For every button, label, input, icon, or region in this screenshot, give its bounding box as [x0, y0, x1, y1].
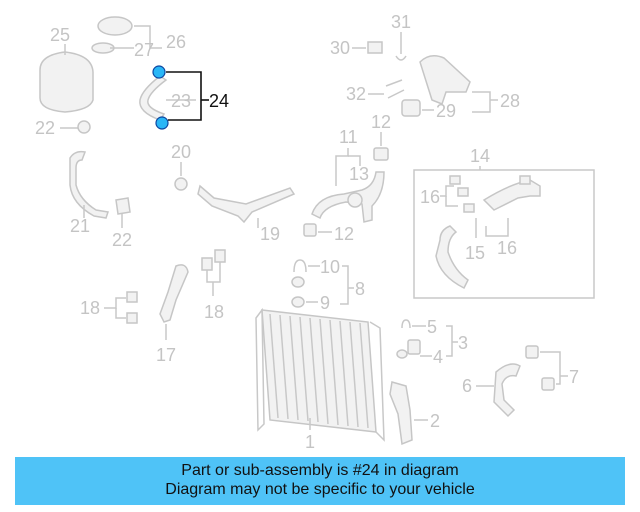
callout-32: 32	[346, 84, 366, 104]
callout-27: 27	[134, 40, 154, 60]
hose-clamp-top-highlight	[152, 65, 166, 79]
hose-clamp-bottom-highlight	[155, 116, 169, 130]
callout-26: 26	[166, 32, 186, 52]
callout-4: 4	[433, 347, 443, 367]
callout-9: 9	[320, 293, 330, 313]
callout-24-bracket	[166, 71, 202, 121]
callout-15: 15	[465, 243, 485, 263]
expansion-tank-part	[39, 44, 94, 113]
callout-12: 12	[371, 112, 391, 132]
sub-assembly-14-box	[413, 169, 595, 299]
callout-7: 7	[569, 367, 579, 387]
banner-line-1: Part or sub-assembly is #24 in diagram	[181, 462, 459, 479]
callout-11: 11	[339, 127, 358, 147]
callout-28: 28	[500, 91, 520, 111]
callout-24: 24	[209, 91, 229, 111]
callout-21: 21	[70, 216, 90, 236]
callout-5: 5	[427, 317, 437, 337]
callout-20: 20	[171, 142, 191, 162]
radiator-part	[255, 307, 385, 442]
callout-16: 16	[420, 187, 440, 207]
callout-18: 18	[80, 298, 100, 318]
parts-diagram: 25 26 27 23 24 22 21 22 20 19 18 17	[35, 12, 595, 452]
callout-3: 3	[458, 333, 468, 353]
callout-8: 8	[355, 279, 365, 299]
callout-19: 19	[260, 224, 280, 244]
callout-16-right: 16	[497, 238, 517, 258]
callout-14: 14	[470, 146, 490, 166]
callout-29: 29	[436, 101, 456, 121]
cap-part	[91, 16, 162, 54]
callout-18-middle: 18	[204, 302, 224, 322]
callout-17: 17	[156, 345, 176, 365]
callout-22-lower: 22	[112, 230, 132, 250]
callout-2: 2	[430, 411, 440, 431]
banner-line-2: Diagram may not be specific to your vehi…	[165, 481, 475, 498]
info-banner: Part or sub-assembly is #24 in diagram D…	[15, 457, 625, 505]
callout-30: 30	[330, 38, 350, 58]
callout-13: 13	[349, 164, 369, 184]
callout-12-lower: 12	[334, 224, 354, 244]
callout-23: 23	[171, 91, 191, 111]
callout-10: 10	[320, 257, 340, 277]
callout-1: 1	[305, 432, 315, 452]
callout-31: 31	[391, 12, 411, 32]
callout-22: 22	[35, 118, 55, 138]
callout-25: 25	[50, 25, 70, 45]
coolant-hose-part	[139, 75, 196, 121]
callout-6: 6	[462, 376, 472, 396]
